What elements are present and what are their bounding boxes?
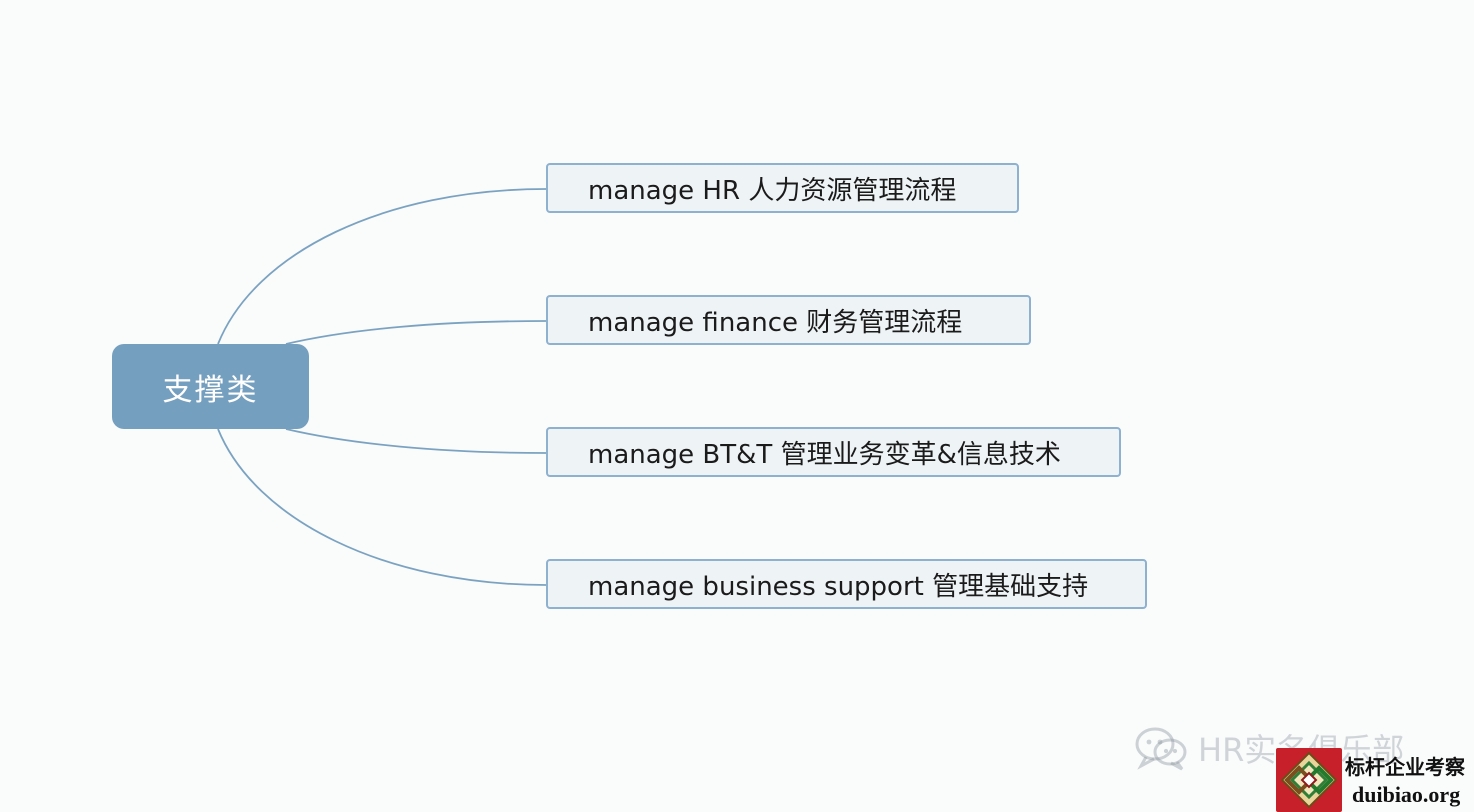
connector-to-finance: [285, 320, 547, 345]
wechat-icon: [1135, 727, 1187, 771]
connector-to-hr: [217, 188, 547, 345]
branch-node-manage-finance[interactable]: manage finance 财务管理流程: [546, 295, 1031, 345]
connector-to-btt: [285, 428, 547, 454]
branch-label: manage business support 管理基础支持: [588, 571, 1089, 602]
root-label: 支撑类: [162, 372, 259, 408]
branch-label: manage finance 财务管理流程: [588, 307, 963, 338]
branch-node-manage-hr[interactable]: manage HR 人力资源管理流程: [546, 163, 1019, 213]
branch-label: manage BT&T 管理业务变革&信息技术: [588, 439, 1061, 470]
badge-title: 标杆企业考察: [1345, 755, 1465, 779]
root-node[interactable]: 支撑类: [112, 344, 309, 429]
branch-node-manage-business-support[interactable]: manage business support 管理基础支持: [546, 559, 1147, 609]
branch-label: manage HR 人力资源管理流程: [588, 175, 957, 206]
badge-domain: duibiao.org: [1352, 782, 1461, 807]
connector-to-business-support: [217, 428, 547, 586]
branch-node-manage-btt[interactable]: manage BT&T 管理业务变革&信息技术: [546, 427, 1121, 477]
diamond-logo-icon: [1276, 748, 1342, 812]
site-badge: 标杆企业考察 duibiao.org: [1276, 748, 1474, 812]
